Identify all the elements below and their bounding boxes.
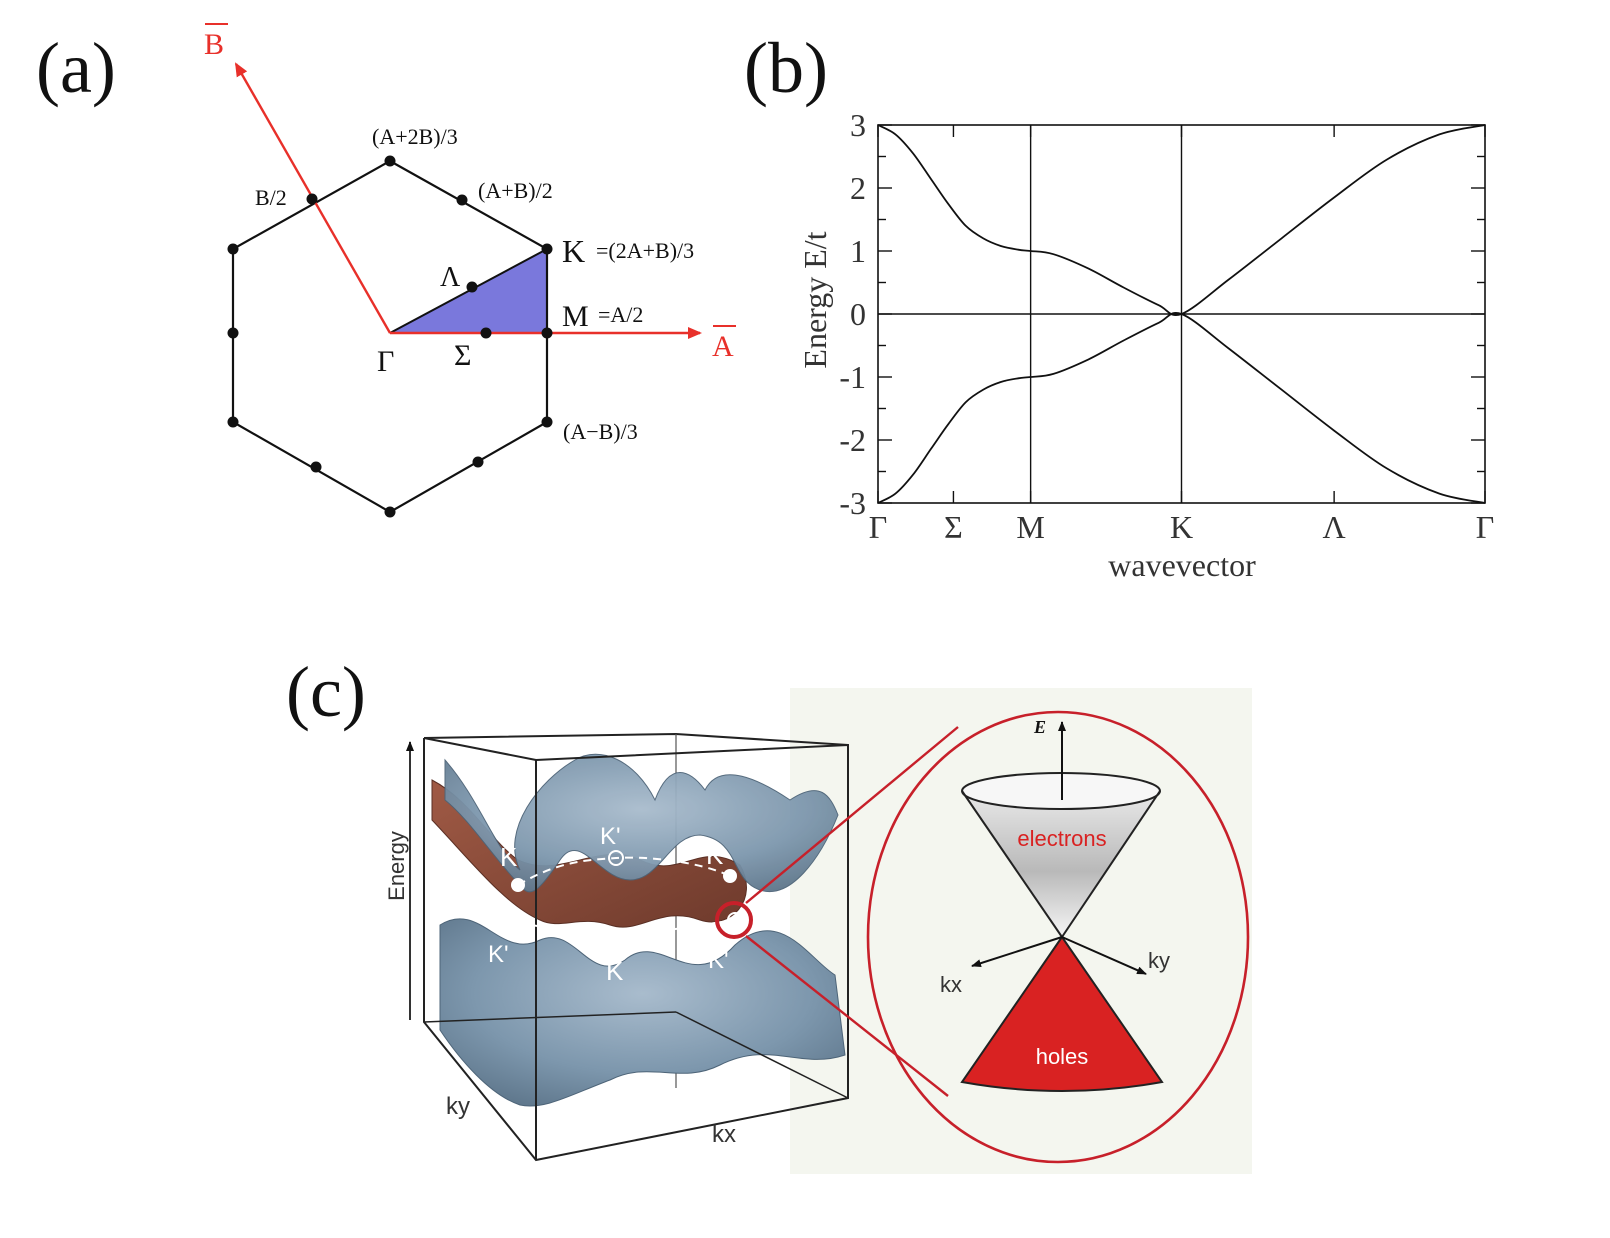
valley-K-label-1: K <box>500 842 518 872</box>
hexagon-zone <box>231 159 549 514</box>
electrons-label: electrons <box>1017 826 1106 851</box>
vector-B-label: B <box>204 28 224 61</box>
hole-cone <box>960 935 1164 1092</box>
zoom-ellipse <box>866 710 1250 1164</box>
upper-band-surface <box>444 753 839 893</box>
zoom-connector-bottom <box>745 935 949 1097</box>
panel-b-label: (b) <box>744 28 828 108</box>
cone-kx-label: kx <box>940 972 962 997</box>
y-tick-label: 2 <box>850 170 866 206</box>
band-series-0 <box>877 124 1486 316</box>
valley-Kp-label-1: K' <box>600 823 621 850</box>
valley-points <box>497 850 743 945</box>
y-tick-label: 0 <box>850 296 866 332</box>
vector-A-label: A <box>712 330 734 363</box>
point-lambda-label: Λ <box>440 262 461 293</box>
panel-a-label: (a) <box>36 28 116 108</box>
y-tick-label: 1 <box>850 233 866 269</box>
point-M-label: M <box>562 300 589 333</box>
zone-points <box>227 155 553 518</box>
holes-label: holes <box>1036 1044 1089 1069</box>
x-axis-label: wavevector <box>1108 547 1256 583</box>
zoom-connector-top <box>745 726 959 904</box>
kx-axis-label: kx <box>712 1121 736 1148</box>
box-back-edges <box>423 732 849 746</box>
valley-K-label-2: K <box>706 840 724 870</box>
x-tick-label: K <box>1170 509 1193 545</box>
kx-axis-arrow <box>971 936 1063 968</box>
y-tick-label: -1 <box>839 359 866 395</box>
panel-c-label: (c) <box>286 652 366 732</box>
valley-K-label-3: K <box>606 956 624 986</box>
point-sigma-label: Σ <box>454 339 471 372</box>
ky-axis-arrow <box>1061 936 1147 975</box>
panel-c-3d-band: Energy ky kx K K K K' K' K' E <box>384 688 1252 1174</box>
band-series-1 <box>877 312 1486 504</box>
zoom-circle-small <box>715 901 753 939</box>
E-axis-label: E <box>1033 717 1046 737</box>
point-B2-label: B/2 <box>255 185 287 210</box>
band-structure-chart: 3 2 1 0 -1 -2 -3 Γ Σ M K Λ Γ wavevector Energy E/t <box>797 107 1494 583</box>
x-tick-label: Γ <box>869 509 888 545</box>
upper-valley-path <box>517 856 731 886</box>
ky-axis-label: ky <box>446 1093 470 1120</box>
box-bottom-back <box>423 1011 677 1023</box>
y-tick-label: -3 <box>839 485 866 521</box>
y-tick-label: 3 <box>850 107 866 143</box>
point-K-label: K <box>562 233 585 269</box>
box-bottom-right <box>675 1011 849 1099</box>
valley-Kp-label-3: K' <box>708 947 729 974</box>
energy-axis-label: Energy <box>384 831 409 901</box>
x-tick-label: M <box>1016 509 1044 545</box>
cone-inset-background <box>790 688 1252 1174</box>
electron-cone <box>962 791 1160 937</box>
lower-band-surface <box>439 918 846 1107</box>
point-K-definition: =(2A+B)/3 <box>596 238 694 263</box>
chart-series <box>877 124 1486 504</box>
panel-a-brillouin-zone: B A (A+2B)/3 (A+B)/2 B/2 K =(2A+B)/3 Λ M… <box>204 23 736 518</box>
point-AmB3-label: (A−B)/3 <box>563 419 638 444</box>
x-tick-label: Γ <box>1476 509 1495 545</box>
x-tick-label: Λ <box>1323 509 1346 545</box>
point-A2B3-label: (A+2B)/3 <box>372 124 458 149</box>
electron-cone-edge-left <box>961 790 1063 938</box>
point-gamma-label: Γ <box>377 345 394 378</box>
y-tick-label: -2 <box>839 422 866 458</box>
x-tick-label: Σ <box>944 509 963 545</box>
y-axis-label: Energy E/t <box>797 231 833 368</box>
electron-cone-edge-right <box>1061 790 1161 938</box>
point-AB2-label: (A+B)/2 <box>478 178 553 203</box>
cone-ky-label: ky <box>1148 948 1170 973</box>
y-tick-labels: 3 2 1 0 -1 -2 -3 <box>839 107 866 521</box>
point-M-definition: =A/2 <box>598 302 643 327</box>
valley-Kp-label-2: K' <box>488 941 509 968</box>
